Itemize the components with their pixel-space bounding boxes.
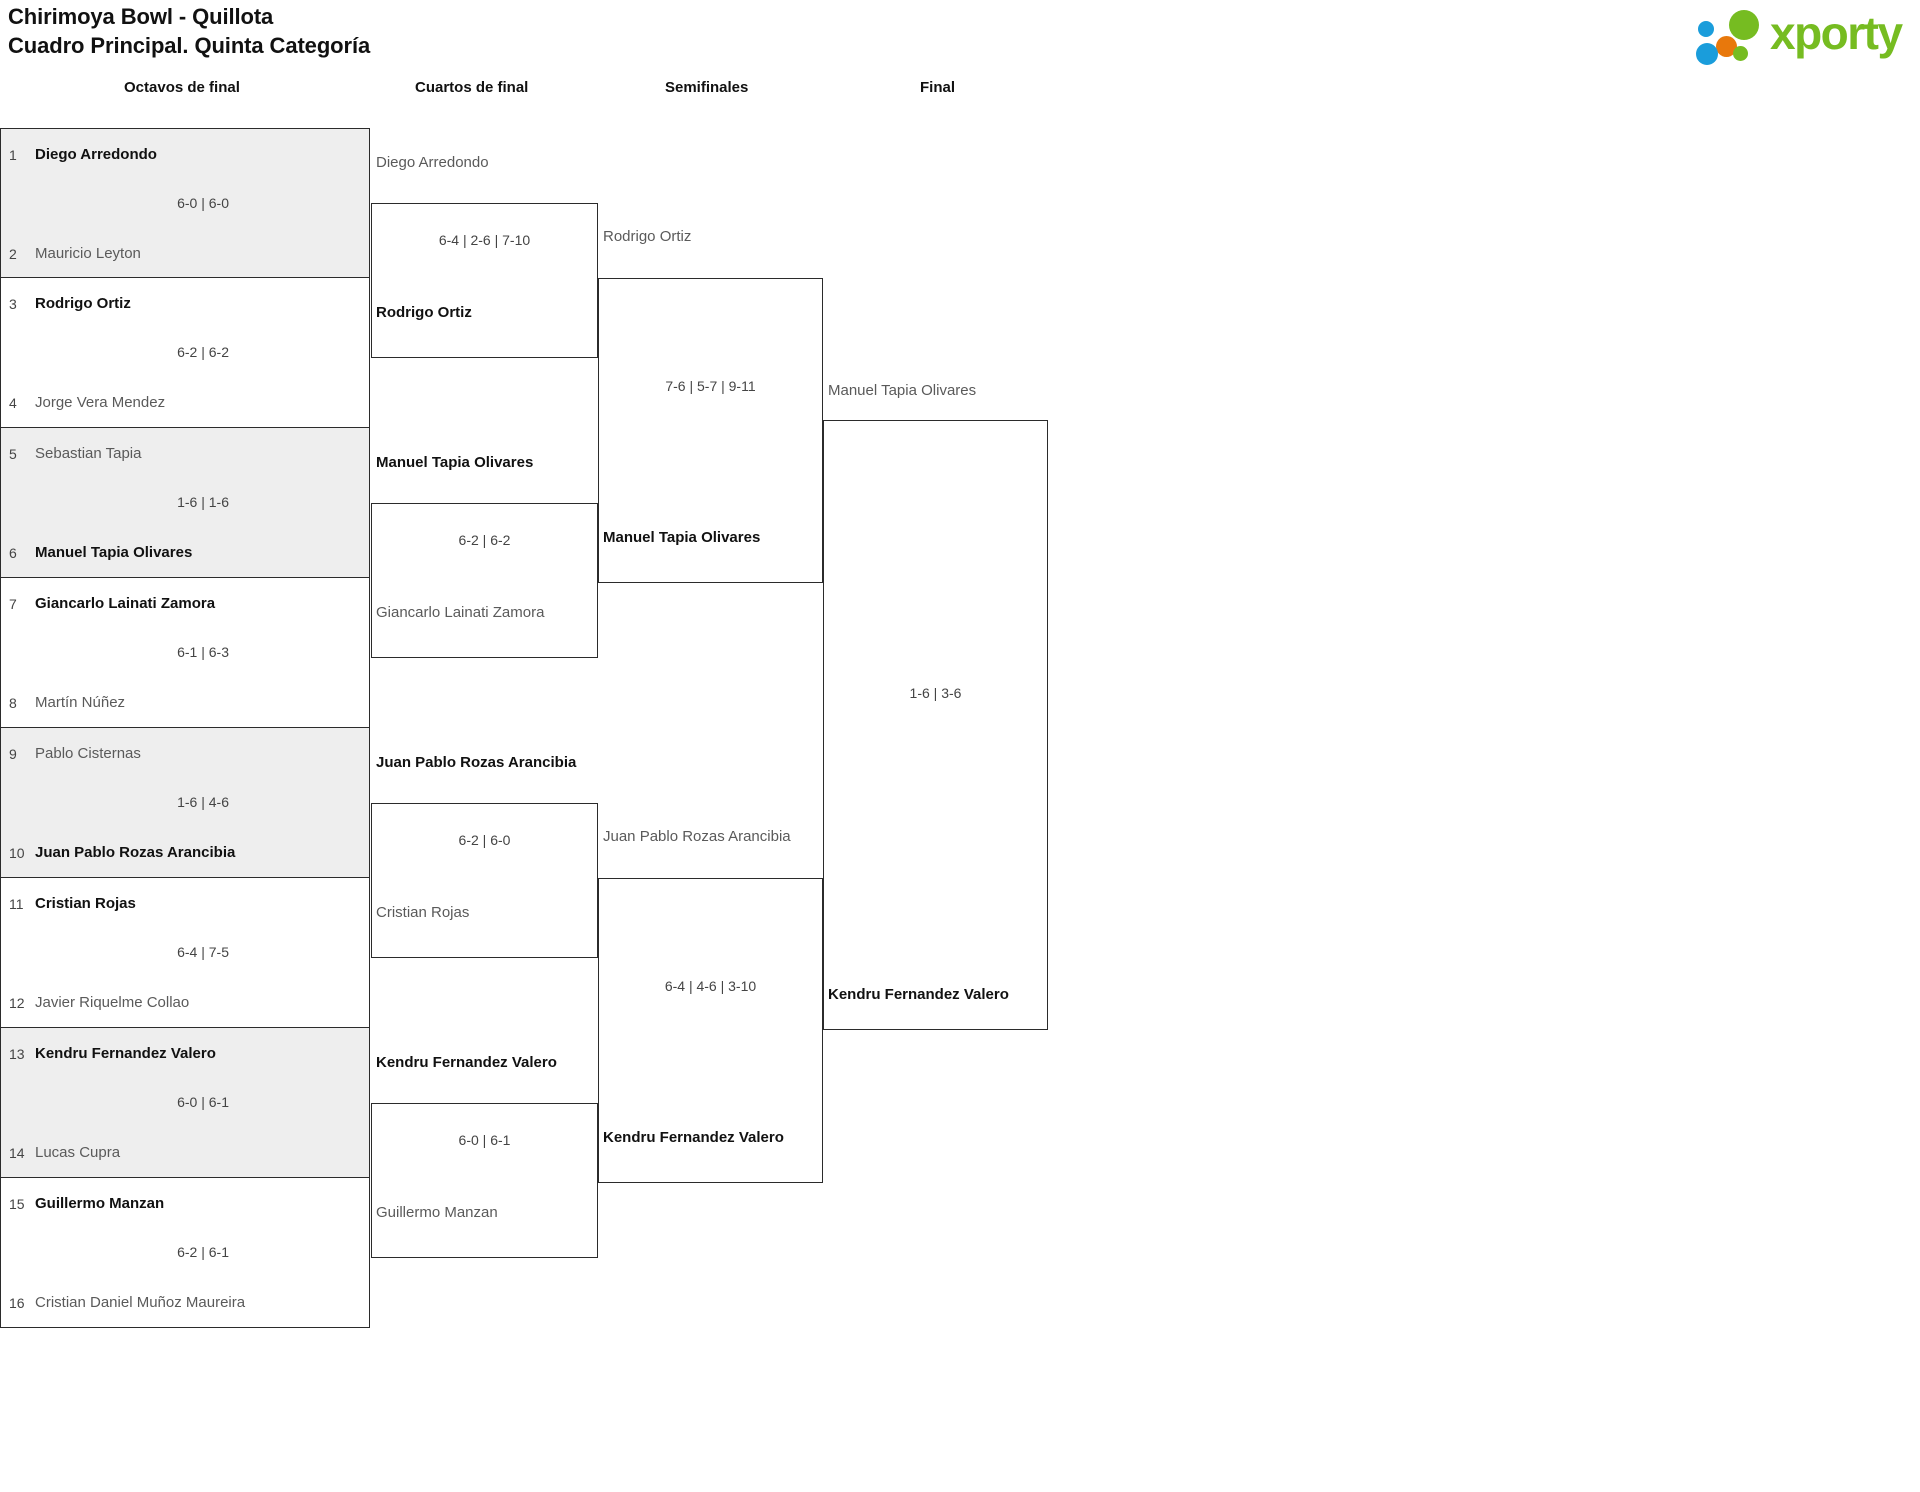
r1-score-7: 6-0 | 6-1 <box>177 1094 229 1110</box>
r1-match-6[interactable]: 11 Cristian Rojas 6-4 | 7-5 12 Javier Ri… <box>0 878 370 1028</box>
r1-player-12[interactable]: Javier Riquelme Collao <box>35 994 190 1011</box>
r1-player-14[interactable]: Lucas Cupra <box>35 1144 121 1161</box>
r1-score-1: 6-0 | 6-0 <box>177 195 229 211</box>
r1-player-4[interactable]: Jorge Vera Mendez <box>35 394 166 411</box>
round-header-cuartos: Cuartos de final <box>415 79 529 96</box>
r1-seed-3: 3 <box>9 296 17 312</box>
r1-seed-12: 12 <box>9 995 25 1011</box>
r1-score-8: 6-2 | 6-1 <box>177 1244 229 1260</box>
r1-seed-11: 11 <box>9 896 24 912</box>
r1-player-2[interactable]: Mauricio Leyton <box>35 245 141 262</box>
r1-player-5[interactable]: Sebastian Tapia <box>35 445 142 462</box>
r1-seed-1: 1 <box>9 147 17 163</box>
r1-player-9[interactable]: Pablo Cisternas <box>35 745 141 762</box>
round-header-octavos: Octavos de final <box>124 79 240 96</box>
r1-match-8[interactable]: 15 Guillermo Manzan 6-2 | 6-1 16 Cristia… <box>0 1178 370 1328</box>
qf2-player-top[interactable]: Manuel Tapia Olivares <box>376 454 534 471</box>
page-header: Chirimoya Bowl - Quillota Cuadro Princip… <box>0 0 1920 78</box>
r1-player-8[interactable]: Martín Núñez <box>35 694 126 711</box>
qf3-score: 6-2 | 6-0 <box>458 832 511 848</box>
r1-player-16[interactable]: Cristian Daniel Muñoz Maureira <box>35 1294 246 1311</box>
sf2-score: 6-4 | 4-6 | 3-10 <box>664 978 757 994</box>
r1-player-15[interactable]: Guillermo Manzan <box>35 1195 165 1212</box>
r1-score-2: 6-2 | 6-2 <box>177 344 229 360</box>
r1-score-6: 6-4 | 7-5 <box>177 944 229 960</box>
logo-dot-orange <box>1716 36 1737 57</box>
r1-player-3[interactable]: Rodrigo Ortiz <box>35 295 131 312</box>
r1-seed-10: 10 <box>9 845 25 861</box>
qf3-player-bottom[interactable]: Cristian Rojas <box>376 904 470 921</box>
r1-seed-7: 7 <box>9 596 17 612</box>
r1-match-5[interactable]: 9 Pablo Cisternas 1-6 | 4-6 10 Juan Pabl… <box>0 728 370 878</box>
sf-connector-2 <box>598 878 823 1183</box>
logo-wordmark: xporty <box>1770 7 1903 59</box>
r1-score-3: 1-6 | 1-6 <box>177 494 229 510</box>
qf-connector-4 <box>371 1103 598 1258</box>
r1-seed-9: 9 <box>9 746 17 762</box>
r1-player-7[interactable]: Giancarlo Lainati Zamora <box>35 595 216 612</box>
qf1-player-top[interactable]: Diego Arredondo <box>376 154 489 171</box>
logo-dot-green-small <box>1733 46 1748 61</box>
xporty-logo: xporty <box>1670 4 1910 66</box>
r1-player-1[interactable]: Diego Arredondo <box>35 146 157 163</box>
r1-player-10[interactable]: Juan Pablo Rozas Arancibia <box>35 844 236 861</box>
r1-seed-8: 8 <box>9 695 17 711</box>
final-player-top[interactable]: Manuel Tapia Olivares <box>828 382 977 399</box>
r1-score-5: 1-6 | 4-6 <box>177 794 229 810</box>
r1-player-6[interactable]: Manuel Tapia Olivares <box>35 544 193 561</box>
sf2-player-top[interactable]: Juan Pablo Rozas Arancibia <box>603 828 791 845</box>
r1-seed-4: 4 <box>9 395 17 411</box>
qf1-player-bottom[interactable]: Rodrigo Ortiz <box>376 304 472 321</box>
round-header-final: Final <box>920 79 956 96</box>
r1-seed-13: 13 <box>9 1046 25 1062</box>
sf2-player-bottom[interactable]: Kendru Fernandez Valero <box>603 1129 784 1146</box>
r1-match-4[interactable]: 7 Giancarlo Lainati Zamora 6-1 | 6-3 8 M… <box>0 578 370 728</box>
logo-dot-green-large <box>1729 10 1759 40</box>
qf3-player-top[interactable]: Juan Pablo Rozas Arancibia <box>376 754 577 771</box>
qf-connector-3 <box>371 803 598 958</box>
page-title: Chirimoya Bowl - Quillota Cuadro Princip… <box>8 2 370 60</box>
sf-connector-1 <box>598 278 823 583</box>
qf4-player-top[interactable]: Kendru Fernandez Valero <box>376 1054 557 1071</box>
tournament-name: Chirimoya Bowl - Quillota <box>8 4 274 29</box>
final-score: 1-6 | 3-6 <box>909 685 962 701</box>
qf2-player-bottom[interactable]: Giancarlo Lainati Zamora <box>376 604 545 621</box>
logo-dot-blue-small <box>1698 21 1714 37</box>
sf1-player-top[interactable]: Rodrigo Ortiz <box>603 228 692 245</box>
sf1-player-bottom[interactable]: Manuel Tapia Olivares <box>603 529 761 546</box>
r1-seed-15: 15 <box>9 1196 25 1212</box>
r1-match-1[interactable]: 1 Diego Arredondo 6-0 | 6-0 2 Mauricio L… <box>0 128 370 278</box>
r1-score-4: 6-1 | 6-3 <box>177 644 229 660</box>
qf1-score: 6-4 | 2-6 | 7-10 <box>438 232 531 248</box>
qf4-score: 6-0 | 6-1 <box>458 1132 511 1148</box>
r1-player-11[interactable]: Cristian Rojas <box>35 895 136 912</box>
qf-connector-1 <box>371 203 598 358</box>
r1-seed-14: 14 <box>9 1145 25 1161</box>
r1-seed-5: 5 <box>9 446 17 462</box>
r1-seed-16: 16 <box>9 1295 25 1311</box>
r1-seed-2: 2 <box>9 246 17 262</box>
logo-dots-icon <box>1696 10 1774 65</box>
qf4-player-bottom[interactable]: Guillermo Manzan <box>376 1204 498 1221</box>
final-connector <box>823 420 1048 1030</box>
r1-match-3[interactable]: 5 Sebastian Tapia 1-6 | 1-6 6 Manuel Tap… <box>0 428 370 578</box>
logo-dot-blue-large <box>1696 43 1718 65</box>
r1-match-7[interactable]: 13 Kendru Fernandez Valero 6-0 | 6-1 14 … <box>0 1028 370 1178</box>
r1-seed-6: 6 <box>9 545 17 561</box>
r1-player-13[interactable]: Kendru Fernandez Valero <box>35 1045 216 1062</box>
qf2-score: 6-2 | 6-2 <box>458 532 511 548</box>
sf1-score: 7-6 | 5-7 | 9-11 <box>665 378 756 394</box>
tournament-draw-category: Cuadro Principal. Quinta Categoría <box>8 33 371 58</box>
round-header-semifinales: Semifinales <box>665 79 749 96</box>
r1-match-2[interactable]: 3 Rodrigo Ortiz 6-2 | 6-2 4 Jorge Vera M… <box>0 278 370 428</box>
champion-name[interactable]: Kendru Fernandez Valero <box>828 986 1009 1003</box>
qf-connector-2 <box>371 503 598 658</box>
